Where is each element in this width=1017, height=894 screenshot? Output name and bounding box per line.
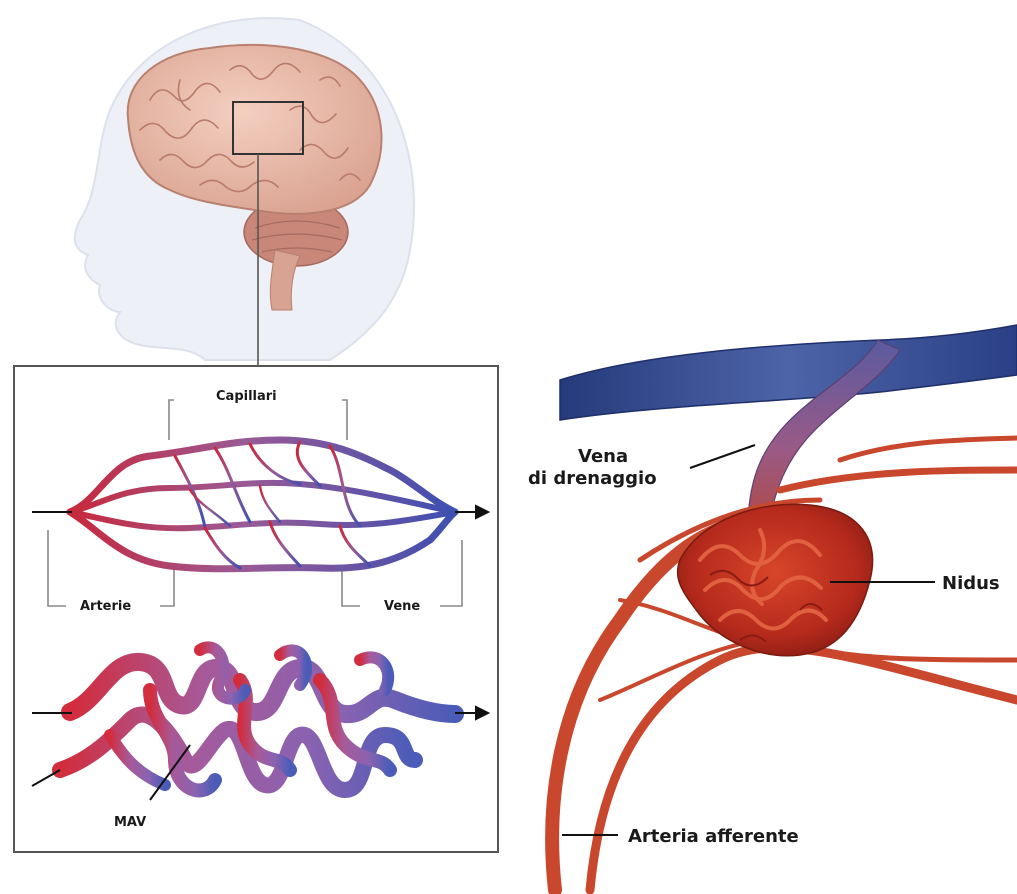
label-nidus: Nidus [942, 573, 1000, 594]
cerebrum [128, 45, 382, 214]
major-vein [560, 325, 1017, 420]
vena-leader [690, 445, 755, 468]
head-illustration [75, 18, 414, 366]
label-arterie: Arterie [80, 599, 131, 614]
label-vena-line1: Vena [578, 446, 628, 467]
label-mav: MAV [114, 815, 146, 830]
label-vene: Vene [384, 599, 420, 614]
label-vena-line2: di drenaggio [528, 468, 657, 489]
nidus-mass [678, 504, 873, 656]
nidus-illustration [552, 325, 1017, 890]
label-arteria-afferente: Arteria afferente [628, 826, 799, 847]
label-capillari: Capillari [216, 389, 277, 404]
